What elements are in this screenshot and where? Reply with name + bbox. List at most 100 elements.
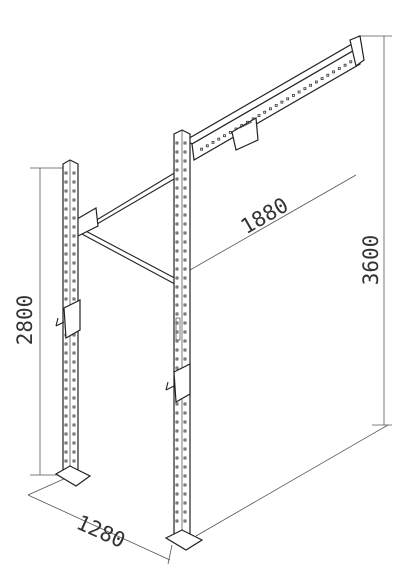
perforation-hole (183, 438, 187, 442)
perforation-hole (175, 231, 179, 235)
perforation-hole (64, 405, 68, 409)
perforation-hole (183, 321, 187, 325)
perforation-hole (175, 510, 179, 514)
perforation-hole (349, 60, 353, 64)
perforation-hole (64, 378, 68, 382)
perforation-hole (175, 195, 179, 199)
pull-up-bar (71, 165, 187, 291)
perforation-hole (183, 294, 187, 298)
perforation-hole (64, 279, 68, 283)
perforation-hole (64, 342, 68, 346)
perforation-hole (72, 180, 76, 184)
perforation-hole (64, 270, 68, 274)
perforation-hole (309, 83, 313, 87)
perforation-hole (183, 402, 187, 406)
perforation-hole (64, 243, 68, 247)
perforation-hole (64, 234, 68, 238)
perforation-hole (64, 423, 68, 427)
perforation-hole (183, 348, 187, 352)
perforation-hole (175, 348, 179, 352)
top-wall-beam (184, 35, 365, 161)
perforation-hole (64, 360, 68, 364)
perforation-hole (72, 450, 76, 454)
perforation-hole (72, 297, 76, 301)
perforation-hole (320, 77, 324, 80)
perforation-hole (175, 366, 179, 370)
perforation-hole (183, 213, 187, 217)
perforation-hole (280, 100, 284, 104)
perforation-hole (64, 297, 68, 301)
perforation-hole (175, 411, 179, 415)
perforation-hole (175, 267, 179, 271)
perforation-hole (297, 90, 301, 94)
perforation-hole (175, 258, 179, 262)
perforation-hole (175, 465, 179, 469)
perforation-hole (64, 459, 68, 463)
perforation-hole (72, 414, 76, 418)
perforation-hole (64, 252, 68, 256)
perforation-hole (286, 97, 290, 101)
perforation-hole (64, 288, 68, 292)
dim-label-1280: 1280 (73, 510, 129, 552)
perforation-hole (64, 225, 68, 229)
right-post (164, 129, 204, 551)
perforation-hole (343, 63, 347, 67)
perforation-hole (183, 159, 187, 163)
perforation-hole (183, 267, 187, 271)
perforation-hole (72, 270, 76, 274)
perforation-hole (64, 441, 68, 445)
perforation-hole (175, 276, 179, 280)
perforation-hole (326, 73, 330, 77)
perforation-hole (175, 357, 179, 361)
perforation-hole (183, 519, 187, 523)
perforation-hole (183, 411, 187, 415)
perforation-hole (228, 130, 232, 134)
perforation-hole (175, 294, 179, 298)
perforation-hole (175, 150, 179, 154)
perforation-hole (217, 137, 221, 141)
dimension-lines (27, 35, 392, 565)
perforation-hole (183, 285, 187, 289)
perforation-hole (72, 369, 76, 373)
perforation-hole (183, 303, 187, 307)
perforation-hole (183, 249, 187, 253)
perforation-hole (183, 456, 187, 460)
perforation-hole (175, 456, 179, 460)
perforation-hole (72, 342, 76, 346)
perforation-hole (64, 450, 68, 454)
perforation-hole (175, 186, 179, 190)
perforation-hole (175, 447, 179, 451)
perforation-hole (72, 396, 76, 400)
perforation-hole (205, 144, 209, 148)
perforation-hole (223, 134, 226, 138)
perforation-hole (337, 67, 341, 70)
perforation-hole (72, 171, 76, 175)
perforation-hole (183, 474, 187, 478)
perforation-hole (64, 216, 68, 220)
perforation-hole (183, 141, 187, 145)
perforation-hole (183, 222, 187, 226)
perforation-hole (183, 465, 187, 469)
perforation-hole (72, 378, 76, 382)
perforation-hole (175, 168, 179, 172)
perforation-hole (64, 198, 68, 202)
perforation-hole (183, 177, 187, 181)
perforation-hole (332, 70, 336, 74)
perforation-hole (175, 141, 179, 145)
dim-label-3600: 3600 (359, 235, 383, 286)
perforation-hole (72, 288, 76, 292)
perforation-hole (64, 351, 68, 355)
perforation-hole (175, 303, 179, 307)
perforation-hole (183, 204, 187, 208)
perforation-hole (183, 429, 187, 433)
perforation-hole (175, 420, 179, 424)
perforation-hole (72, 216, 76, 220)
perforation-hole (64, 171, 68, 175)
perforation-hole (72, 225, 76, 229)
perforation-hole (200, 147, 204, 151)
perforation-hole (175, 177, 179, 181)
perforation-hole (175, 438, 179, 442)
perforation-hole (72, 432, 76, 436)
perforation-hole (72, 360, 76, 364)
perforation-hole (175, 501, 179, 505)
